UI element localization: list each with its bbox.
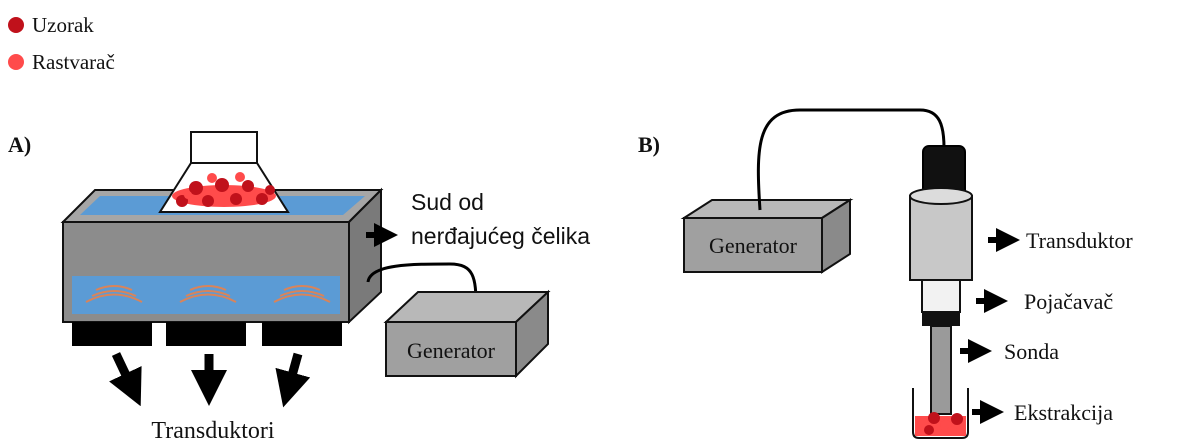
sample-legend-dot: [8, 17, 24, 33]
bath-generator-cable: [366, 262, 478, 307]
sample-legend-label: Uzorak: [32, 13, 94, 37]
panel-b: B) Generator Transduktor: [638, 108, 1133, 439]
solvent-legend-dot: [8, 54, 24, 70]
transducers-label: Transduktori: [151, 418, 274, 444]
transducer-block-right: [262, 322, 342, 346]
extraction-label: Ekstrakcija: [1014, 400, 1113, 425]
transducer-cylinder-top: [909, 187, 973, 205]
transducer-block-middle: [166, 322, 246, 346]
panel-a: A) T: [8, 131, 590, 444]
ultrasonic-waves-right: [273, 285, 331, 303]
generator-probe-cable: [756, 108, 946, 211]
booster-ring: [922, 312, 960, 326]
booster-label: Pojačavač: [1024, 289, 1113, 314]
flask-sample: [172, 172, 276, 207]
flask-neck: [190, 131, 258, 165]
ultrasonic-waves-middle: [179, 285, 237, 303]
transducer-cylinder: [909, 195, 973, 281]
transducer-block-left: [72, 322, 152, 346]
probe-rod: [930, 325, 952, 415]
solvent-legend-label: Rastvarač: [32, 50, 115, 74]
probe-label: Sonda: [1004, 339, 1059, 364]
ultrasonic-waves-left: [85, 285, 143, 303]
generator-a-front: [385, 321, 517, 377]
transducer-arrow-left: [109, 352, 142, 407]
extraction-sample: [915, 412, 966, 436]
transducer-arrow-right: [275, 352, 311, 408]
generator-b-label: Generator: [709, 233, 798, 258]
transducer-label: Transduktor: [1026, 228, 1133, 253]
legend: Uzorak Rastvarač: [8, 13, 115, 74]
vessel-label-line2: nerđajućeg čelika: [411, 223, 590, 249]
panel-b-label: B): [638, 132, 660, 157]
extraction-beaker: [912, 388, 969, 439]
generator-b-front: [683, 217, 823, 273]
panel-a-label: A): [8, 132, 31, 157]
vessel-label-line1: Sud od: [411, 189, 484, 215]
generator-a-label: Generator: [407, 338, 496, 363]
booster-section: [921, 279, 961, 313]
